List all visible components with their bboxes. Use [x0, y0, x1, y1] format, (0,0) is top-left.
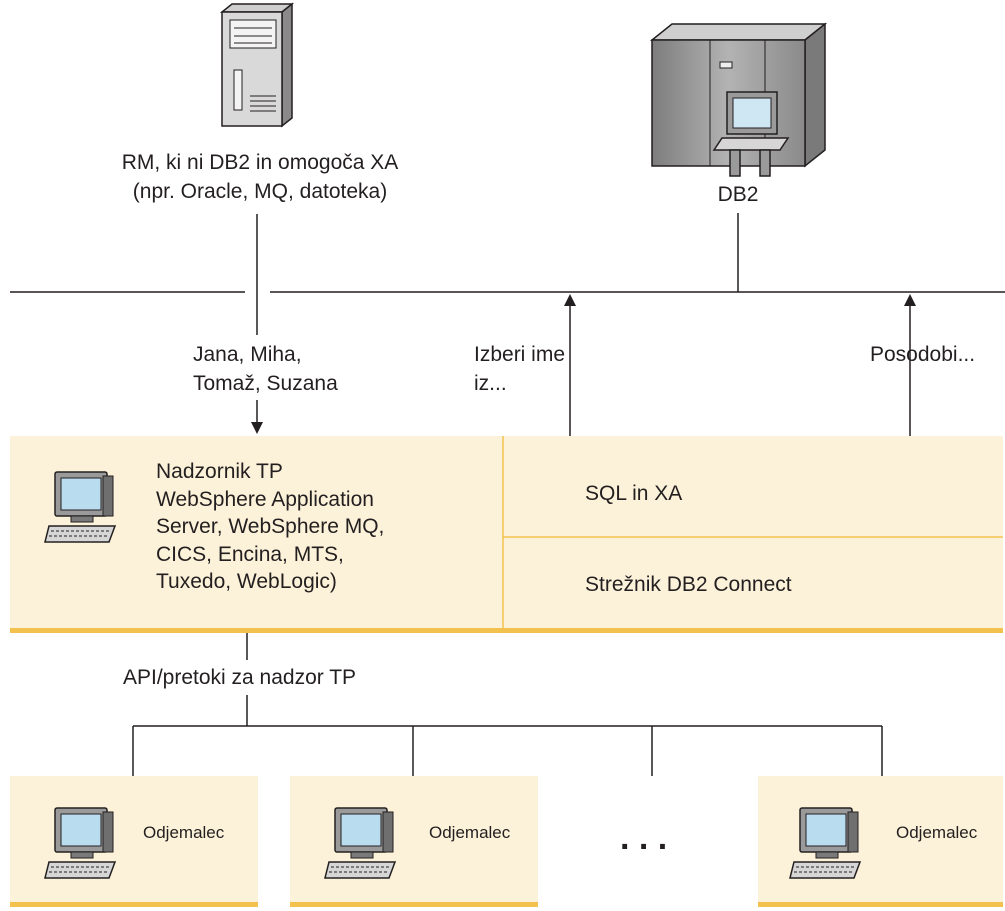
names-flow-label: Jana, Miha, Tomaž, Suzana [193, 342, 338, 397]
rm-label-line2: (npr. Oracle, MQ, datoteka) [132, 180, 388, 203]
update-arrowhead [904, 294, 916, 306]
tp-monitor-text: Nadzornik TP WebSphere Application Serve… [156, 458, 384, 596]
mainframe-icon [649, 22, 828, 177]
sql-xa-label: SQL in XA [585, 482, 683, 505]
db2-label: DB2 [717, 183, 759, 206]
client-box-3 [758, 776, 1003, 902]
server-tower-icon [219, 2, 295, 128]
select-flow-line1: Izberi ime [474, 343, 566, 366]
client-label-1: Odjemalec [143, 823, 225, 842]
arrowheads [251, 294, 916, 434]
update-flow-label: Posodobi... [870, 343, 976, 366]
client-box-1-shadow [10, 902, 258, 907]
client-label-2: Odjemalec [429, 823, 511, 842]
db2-connect-label: Strežnik DB2 Connect [585, 573, 792, 596]
client-box-2 [290, 776, 538, 902]
computer-icon [324, 807, 396, 879]
computer-icon [789, 807, 861, 879]
computer-icon [44, 471, 116, 543]
tp-monitor-line: Server, WebSphere MQ, [156, 515, 385, 538]
client-label-3: Odjemalec [896, 823, 978, 842]
tp-monitor-line: WebSphere Application [156, 487, 374, 511]
names-flow-line1: Jana, Miha, [193, 343, 302, 366]
names-arrowhead [251, 422, 263, 434]
rm-label-line1: RM, ki ni DB2 in omogoča XA [121, 151, 399, 174]
tp-monitor-line: Tuxedo, WebLogic) [156, 570, 337, 593]
network-lines [10, 213, 1005, 776]
tp-monitor-panel [10, 436, 1003, 628]
client-box-3-shadow [758, 902, 1003, 907]
rm-label: RM, ki ni DB2 in omogoča XA (npr. Oracle… [60, 150, 460, 205]
computer-icon [44, 807, 116, 879]
clients-ellipsis: . . . [620, 819, 668, 857]
names-flow-line2: Tomaž, Suzana [193, 372, 338, 395]
select-flow-line2: iz... [474, 372, 507, 395]
tp-monitor-line: Nadzornik TP [156, 460, 283, 483]
tp-monitor-line: CICS, Encina, MTS, [156, 542, 344, 566]
select-flow-label: Izberi ime iz... [474, 342, 565, 397]
client-box-1 [10, 776, 258, 902]
select-arrowhead [564, 294, 576, 306]
api-label: API/pretoki za nadzor TP [123, 666, 357, 689]
tp-monitor-panel-shadow [10, 628, 1003, 633]
client-box-2-shadow [290, 902, 538, 907]
